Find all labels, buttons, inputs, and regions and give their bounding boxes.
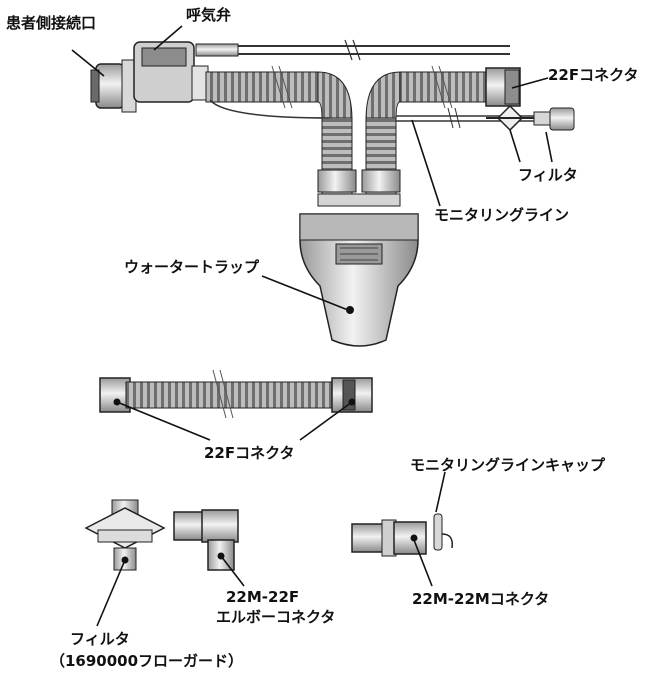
filter-flowguard <box>84 499 166 571</box>
label-22f-connector-top: 22Fコネクタ <box>548 66 639 84</box>
label-22m-22m-connector: 22M-22Mコネクタ <box>412 590 550 608</box>
connector-22m-22m <box>351 519 427 557</box>
label-filter-bottom-line2: （1690000フローガード） <box>50 652 244 670</box>
label-22f-connector-mid: 22Fコネクタ <box>204 444 295 462</box>
patient-port <box>90 59 137 113</box>
label-filter-bottom-line1: フィルタ <box>70 630 130 648</box>
label-elbow-line2: エルボーコネクタ <box>216 608 336 626</box>
circuit-assembly <box>90 39 575 347</box>
monitoring-line-cap <box>433 513 454 551</box>
leader-lines <box>71 25 553 627</box>
label-water-trap: ウォータートラップ <box>124 258 260 276</box>
label-monitoring-line-cap: モニタリングラインキャップ <box>410 456 606 474</box>
label-exhalation-valve: 呼気弁 <box>186 6 232 24</box>
pressure-line-top <box>195 39 510 61</box>
monitoring-luer <box>533 107 575 131</box>
water-trap <box>299 193 419 347</box>
elbow-connector <box>173 509 239 571</box>
label-filter-top: フィルタ <box>518 166 578 184</box>
label-elbow-line1: 22M-22F <box>226 588 300 606</box>
inline-filter <box>486 104 534 132</box>
spare-tube <box>99 369 373 419</box>
label-monitoring-line: モニタリングライン <box>434 206 570 224</box>
expiratory-limb <box>399 71 489 103</box>
label-patient-port: 患者側接続口 <box>6 14 97 32</box>
inspiratory-limb <box>205 71 319 103</box>
monitoring-line <box>209 99 548 129</box>
